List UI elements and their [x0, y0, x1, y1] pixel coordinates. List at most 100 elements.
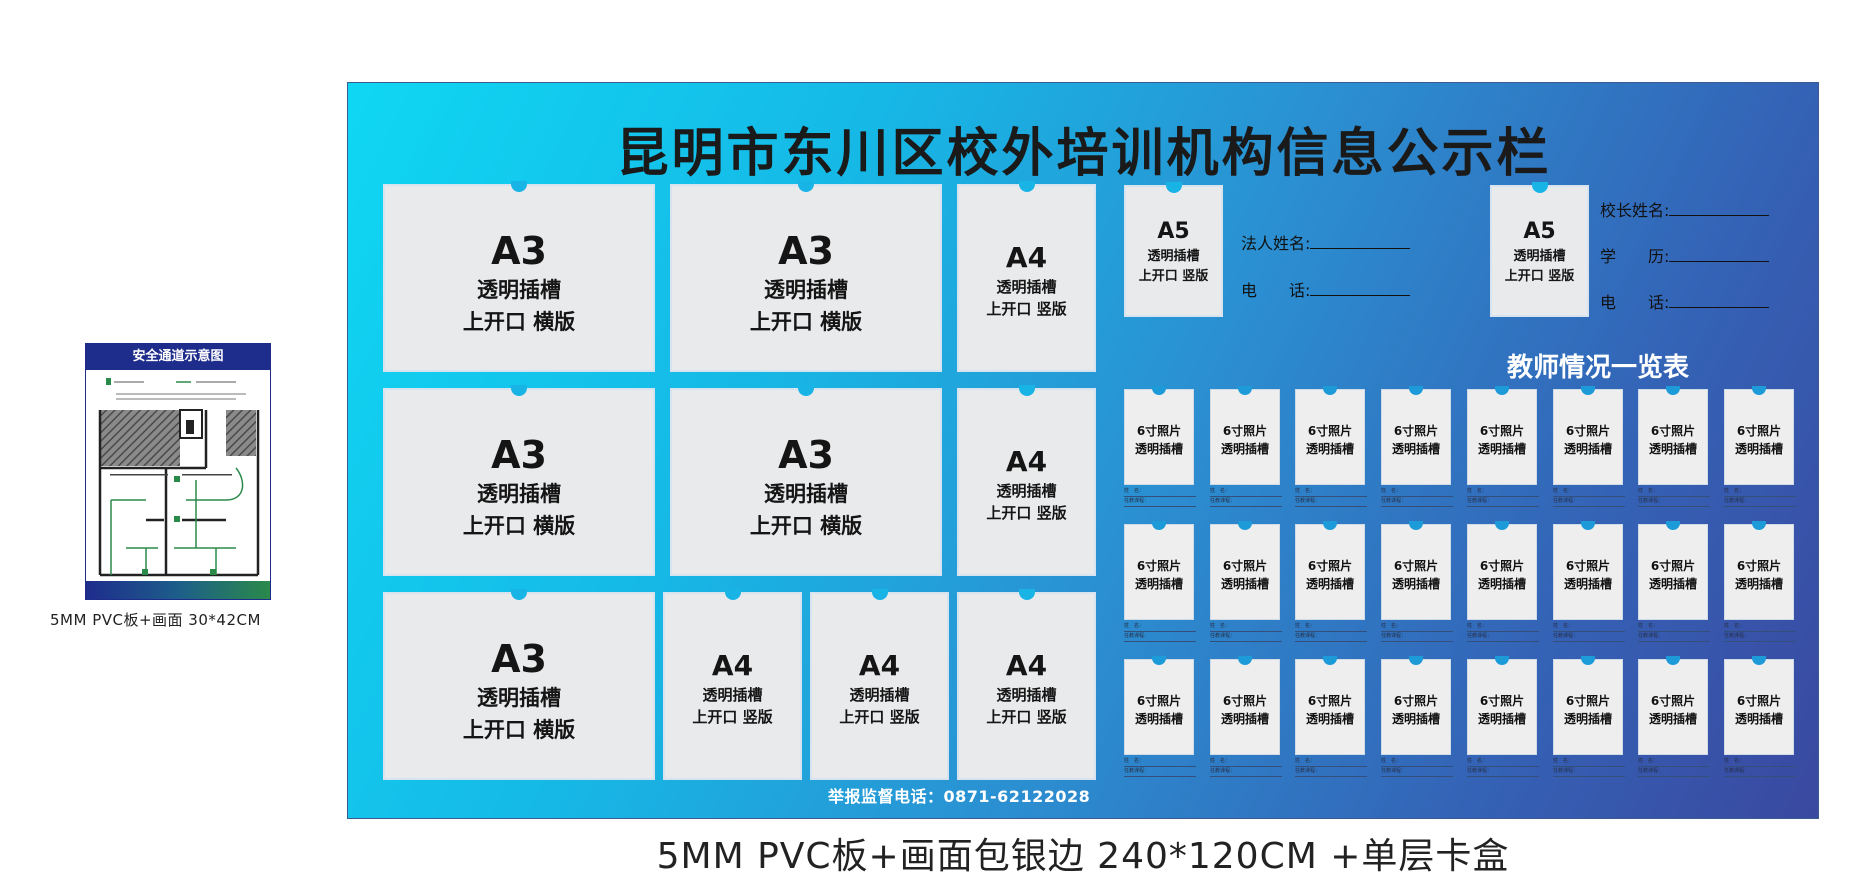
photo-size-label: 6寸照片: [1565, 424, 1611, 438]
teacher-course-label: 任教课程：: [1638, 497, 1710, 507]
teacher-info-lines: 姓 名：任教课程：: [1638, 487, 1710, 507]
slot-notch: [511, 385, 527, 396]
slot-notch: [1752, 386, 1766, 395]
slot-notch: [1323, 521, 1337, 530]
photo-size-label: 6寸照片: [1565, 694, 1611, 708]
photo-size-label: 6寸照片: [1650, 424, 1696, 438]
photo-slot-label: 透明插槽: [1563, 712, 1612, 726]
teacher-info-lines: 姓 名：任教课程：: [1638, 622, 1710, 642]
photo-slot-label: 透明插槽: [1648, 577, 1697, 591]
teacher-photo-slot: 6寸照片透明插槽: [1124, 656, 1194, 755]
teacher-photo-slot: 6寸照片透明插槽: [1724, 656, 1794, 755]
slot-notch: [1238, 386, 1252, 395]
photo-size-label: 6寸照片: [1650, 559, 1696, 573]
photo-slot-label: 透明插槽: [1134, 712, 1183, 726]
a4-slot-1: A4 透明插槽 上开口 竖版: [957, 181, 1096, 372]
blank-line: [1669, 293, 1770, 308]
photo-slot-label: 透明插槽: [1220, 442, 1269, 456]
teacher-info-lines: 姓 名：任教课程：: [1553, 487, 1625, 507]
teacher-info-lines: 姓 名：任教课程：: [1467, 622, 1539, 642]
a4-slot-4: A4 透明插槽 上开口 竖版: [810, 589, 949, 780]
slot-size: A5: [1157, 219, 1190, 244]
photo-size-label: 6寸照片: [1736, 694, 1782, 708]
slot-size: A3: [778, 229, 834, 273]
a4-slot-5: A4 透明插槽 上开口 竖版: [957, 589, 1096, 780]
teacher-info-lines: 姓 名：任教课程：: [1124, 487, 1196, 507]
photo-slot-label: 透明插槽: [1220, 577, 1269, 591]
photo-size-label: 6寸照片: [1222, 424, 1268, 438]
slot-opening: 上开口 竖版: [839, 708, 920, 726]
teacher-course-label: 任教课程：: [1124, 632, 1196, 642]
teacher-name-label: 姓 名：: [1467, 757, 1539, 767]
teacher-photo-slot: 6寸照片透明插槽: [1210, 656, 1280, 755]
slot-notch: [1666, 521, 1680, 530]
slot-type: 透明插槽: [702, 686, 763, 704]
teacher-course-label: 任教课程：: [1210, 632, 1282, 642]
slot-size: A4: [1005, 241, 1048, 274]
teacher-name-label: 姓 名：: [1124, 757, 1196, 767]
photo-slot-label: 透明插槽: [1734, 712, 1783, 726]
principal-name-field: 校长姓名:: [1600, 197, 1770, 221]
teacher-photo-slot: 6寸照片透明插槽: [1210, 386, 1280, 485]
report-hotline: 举报监督电话：0871-62122028: [828, 787, 1091, 806]
blank-line: [1669, 201, 1770, 216]
slot-opening: 上开口 横版: [749, 514, 863, 538]
photo-slot-label: 透明插槽: [1563, 442, 1612, 456]
teacher-course-label: 任教课程：: [1210, 767, 1282, 777]
safety-exit-floor-plan: [98, 378, 260, 577]
teacher-course-label: 任教课程：: [1381, 767, 1453, 777]
board-spec-caption: 5MM PVC板+画面包银边 240*120CM +单层卡盒: [656, 836, 1510, 877]
photo-size-label: 6寸照片: [1136, 694, 1182, 708]
teacher-name-label: 姓 名：: [1295, 622, 1367, 632]
teacher-info-lines: 姓 名：任教课程：: [1553, 622, 1625, 642]
slot-notch: [1666, 656, 1680, 665]
teacher-info-lines: 姓 名：任教课程：: [1295, 622, 1367, 642]
legal-rep-phone-label: 电 话:: [1241, 281, 1311, 300]
slot-notch: [1581, 386, 1595, 395]
slot-notch: [1409, 521, 1423, 530]
teacher-course-label: 任教课程：: [1295, 767, 1367, 777]
slot-notch: [798, 385, 814, 396]
slot-opening: 上开口 竖版: [986, 504, 1067, 522]
teacher-info-lines: 姓 名：任教课程：: [1124, 757, 1196, 777]
teacher-info-lines: 姓 名：任教课程：: [1381, 622, 1453, 642]
teacher-course-label: 任教课程：: [1553, 497, 1625, 507]
a3-slot-1: A3 透明插槽 上开口 横版: [383, 181, 655, 372]
slot-size: A3: [778, 433, 834, 477]
slot-opening: 上开口 横版: [462, 514, 576, 538]
photo-slot-label: 透明插槽: [1477, 442, 1526, 456]
a4-slot-2: A4 透明插槽 上开口 竖版: [957, 385, 1096, 576]
slot-type: 透明插槽: [1513, 249, 1566, 264]
blank-line: [1310, 234, 1411, 249]
safety-diagram-footer-bar: [86, 581, 270, 599]
teacher-photo-slot: 6寸照片透明插槽: [1124, 386, 1194, 485]
teacher-photo-slot: 6寸照片透明插槽: [1381, 656, 1451, 755]
teacher-course-label: 任教课程：: [1295, 632, 1367, 642]
teacher-info-lines: 姓 名：任教课程：: [1295, 487, 1367, 507]
teacher-name-label: 姓 名：: [1210, 487, 1282, 497]
teacher-info-lines: 姓 名：任教课程：: [1381, 757, 1453, 777]
photo-slot-label: 透明插槽: [1734, 577, 1783, 591]
slot-notch: [798, 181, 814, 192]
teacher-info-lines: 姓 名：任教课程：: [1638, 757, 1710, 777]
slot-opening: 上开口 横版: [749, 310, 863, 334]
teacher-name-label: 姓 名：: [1295, 757, 1367, 767]
safety-exit-diagram-title: 安全通道示意图: [86, 344, 270, 370]
teacher-info-lines: 姓 名：任教课程：: [1724, 487, 1796, 507]
board-title: 昆明市东川区校外培训机构信息公示栏: [616, 123, 1552, 184]
teacher-photo-slot: 6寸照片透明插槽: [1467, 656, 1537, 755]
teacher-course-label: 任教课程：: [1724, 632, 1796, 642]
teacher-name-label: 姓 名：: [1638, 487, 1710, 497]
photo-size-label: 6寸照片: [1479, 424, 1525, 438]
teacher-photo-slot: 6寸照片透明插槽: [1381, 386, 1451, 485]
photo-size-label: 6寸照片: [1307, 424, 1353, 438]
photo-size-label: 6寸照片: [1307, 559, 1353, 573]
slot-type: 透明插槽: [764, 278, 848, 302]
photo-size-label: 6寸照片: [1479, 694, 1525, 708]
slot-opening: 上开口 横版: [462, 310, 576, 334]
teacher-table-title: 教师情况一览表: [1506, 353, 1689, 383]
slot-notch: [1238, 656, 1252, 665]
teacher-photo-slot: 6寸照片透明插槽: [1295, 386, 1365, 485]
slot-size: A4: [858, 649, 901, 682]
blank-line: [1310, 281, 1411, 296]
